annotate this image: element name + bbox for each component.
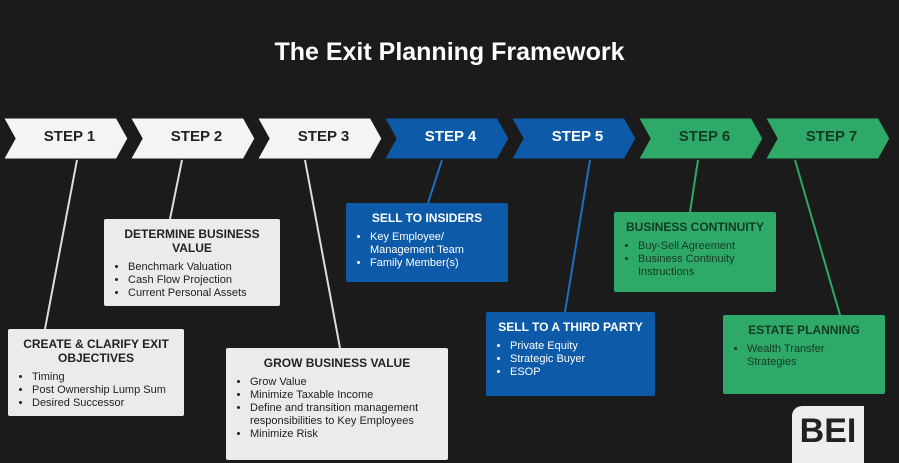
step-7-chevron (761, 115, 893, 162)
box-title: SELL TO A THIRD PARTY (498, 320, 643, 334)
box-title: GROW BUSINESS VALUE (263, 356, 411, 370)
box-items: Buy-Sell AgreementBusiness Continuity In… (624, 240, 766, 279)
box-items: Grow ValueMinimize Taxable IncomeDefine … (236, 376, 438, 441)
step-6-chevron (634, 115, 766, 162)
box-item: ESOP (510, 366, 645, 379)
box-item: Minimize Taxable Income (250, 389, 438, 402)
box-item: Strategic Buyer (510, 353, 645, 366)
step-5-chevron (507, 115, 639, 162)
box-items: TimingPost Ownership Lump SumDesired Suc… (18, 371, 174, 410)
bei-logo: BEI (792, 406, 864, 463)
box-item: Buy-Sell Agreement (638, 240, 766, 253)
step-6-box: BUSINESS CONTINUITY Buy-Sell AgreementBus… (614, 212, 776, 292)
step-1-box: CREATE & CLARIFY EXIT OBJECTIVES TimingPo… (8, 329, 184, 416)
box-title: ESTATE PLANNING (748, 323, 860, 337)
box-items: Private EquityStrategic BuyerESOP (496, 340, 645, 379)
box-title: BUSINESS CONTINUITY (625, 220, 764, 234)
connector-line (169, 159, 183, 220)
box-item: Key Employee/ Management Team (370, 231, 498, 257)
step-4-chevron (380, 115, 512, 162)
step-2-chevron (126, 115, 258, 162)
box-item: Family Member(s) (370, 257, 498, 270)
connector-line (689, 159, 699, 213)
connector-lines (44, 159, 841, 349)
box-item: Post Ownership Lump Sum (32, 384, 174, 397)
box-items: Benchmark ValuationCash Flow ProjectionC… (114, 261, 270, 300)
box-title: SELL TO INSIDERS (371, 211, 483, 225)
step-4-label: STEP 4 (424, 128, 477, 145)
box-item: Desired Successor (32, 397, 174, 410)
step-1-label: STEP 1 (43, 128, 96, 145)
box-item: Cash Flow Projection (128, 274, 270, 287)
box-item: Grow Value (250, 376, 438, 389)
box-item: Wealth Transfer Strategies (747, 343, 875, 369)
step-7-label: STEP 7 (805, 128, 858, 145)
step-6-label: STEP 6 (678, 128, 731, 145)
step-5-box: SELL TO A THIRD PARTY Private EquityStrat… (486, 312, 655, 396)
step-7-box: ESTATE PLANNING Wealth Transfer Strategie… (723, 315, 885, 394)
connector-line (304, 159, 341, 349)
step-3-chevron (253, 115, 385, 162)
box-item: Minimize Risk (250, 428, 438, 441)
step-5-label: STEP 5 (551, 128, 604, 145)
connector-line (427, 159, 443, 204)
box-title: DETERMINE BUSINESS VALUE (124, 227, 260, 255)
box-item: Business Continuity Instructions (638, 253, 766, 279)
step-2-box: DETERMINE BUSINESS VALUE Benchmark Valuat… (104, 219, 280, 306)
step-3-label: STEP 3 (297, 128, 350, 145)
step-3-box: GROW BUSINESS VALUE Grow ValueMinimize Ta… (226, 348, 448, 460)
box-item: Private Equity (510, 340, 645, 353)
step-4-box: SELL TO INSIDERS Key Employee/ Management… (346, 203, 508, 282)
box-title: CREATE & CLARIFY EXIT OBJECTIVES (23, 337, 169, 365)
box-items: Wealth Transfer Strategies (733, 343, 875, 369)
step-1-chevron (0, 115, 131, 162)
page-title: The Exit Planning Framework (274, 38, 625, 66)
connector-line (44, 159, 78, 330)
connector-line (794, 159, 841, 316)
connector-line (564, 159, 591, 313)
step-2-label: STEP 2 (170, 128, 223, 145)
box-items: Key Employee/ Management TeamFamily Memb… (356, 231, 498, 270)
box-item: Current Personal Assets (128, 287, 270, 300)
box-item: Timing (32, 371, 174, 384)
box-item: Define and transition management respons… (250, 402, 438, 428)
box-item: Benchmark Valuation (128, 261, 270, 274)
